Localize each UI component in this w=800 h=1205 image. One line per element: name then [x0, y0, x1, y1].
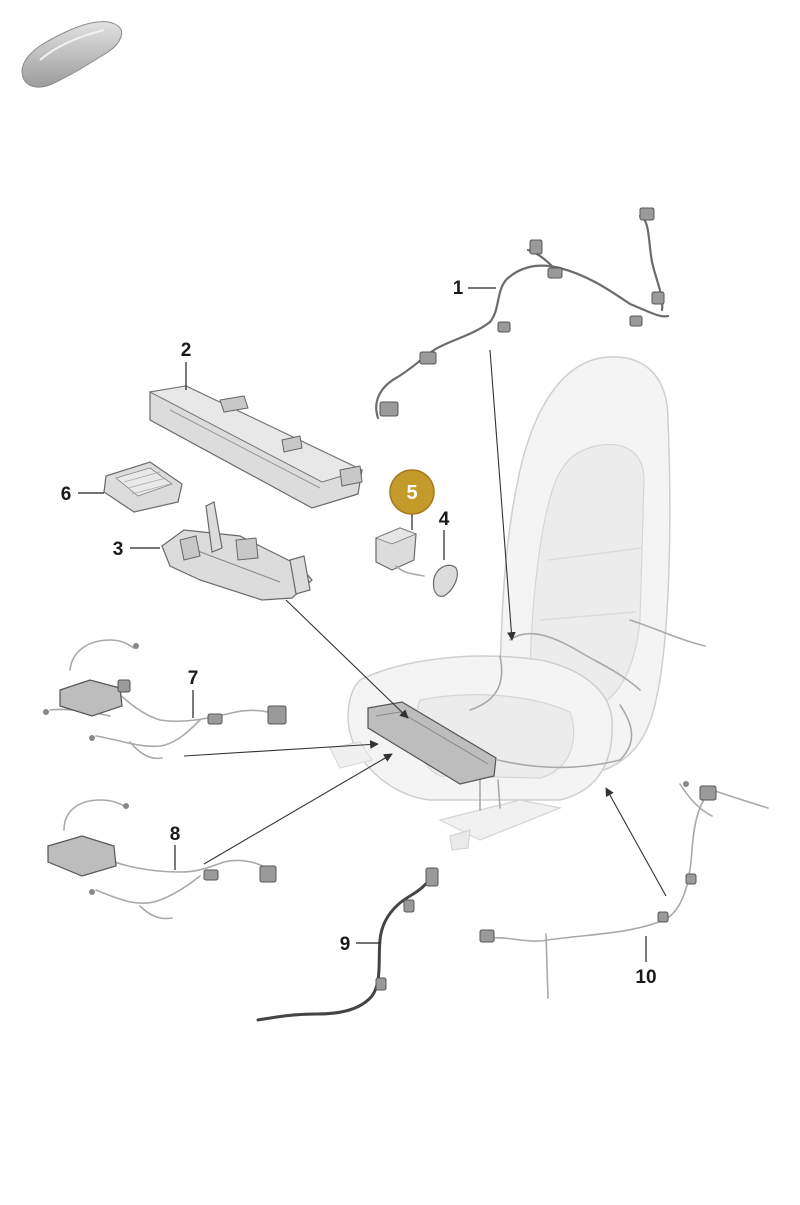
callout-8-label: 8	[170, 824, 181, 845]
leader-lines	[78, 287, 667, 962]
wiring-harness-part-10	[479, 781, 769, 999]
callout-5-highlighted[interactable]: 5	[389, 469, 435, 515]
wiring-harness-part-7	[43, 639, 287, 760]
cable-part-9	[256, 867, 439, 1022]
callout-9[interactable]: 9	[340, 934, 351, 955]
callout-10-label: 10	[635, 967, 656, 988]
callout-10[interactable]: 10	[635, 967, 656, 988]
callout-4[interactable]: 4	[439, 509, 450, 530]
seat-assembly	[329, 356, 671, 851]
callout-3[interactable]: 3	[113, 539, 124, 560]
module-part-6	[103, 461, 183, 513]
callout-1[interactable]: 1	[453, 278, 464, 299]
callout-3-label: 3	[113, 539, 124, 560]
wiring-harness-part-1	[375, 207, 670, 420]
callout-2[interactable]: 2	[181, 340, 192, 361]
control-unit-part-2	[148, 385, 364, 509]
wiring-harness-part-8	[47, 799, 277, 920]
callout-1-label: 1	[453, 278, 464, 299]
car-silhouette-icon	[21, 21, 123, 88]
callout-7[interactable]: 7	[188, 668, 199, 689]
callout-5-badge	[389, 469, 435, 515]
callout-7-label: 7	[188, 668, 199, 689]
callout-8[interactable]: 8	[170, 824, 181, 845]
callout-9-label: 9	[340, 934, 351, 955]
bracket-part-3	[161, 501, 313, 601]
callout-5-label: 5	[406, 482, 417, 504]
sensor-module-part-5	[374, 527, 425, 577]
callout-2-label: 2	[181, 340, 192, 361]
callout-4-label: 4	[439, 509, 450, 530]
switch-part-4	[432, 564, 458, 597]
callout-6-label: 6	[61, 484, 72, 505]
callout-6[interactable]: 6	[61, 484, 72, 505]
